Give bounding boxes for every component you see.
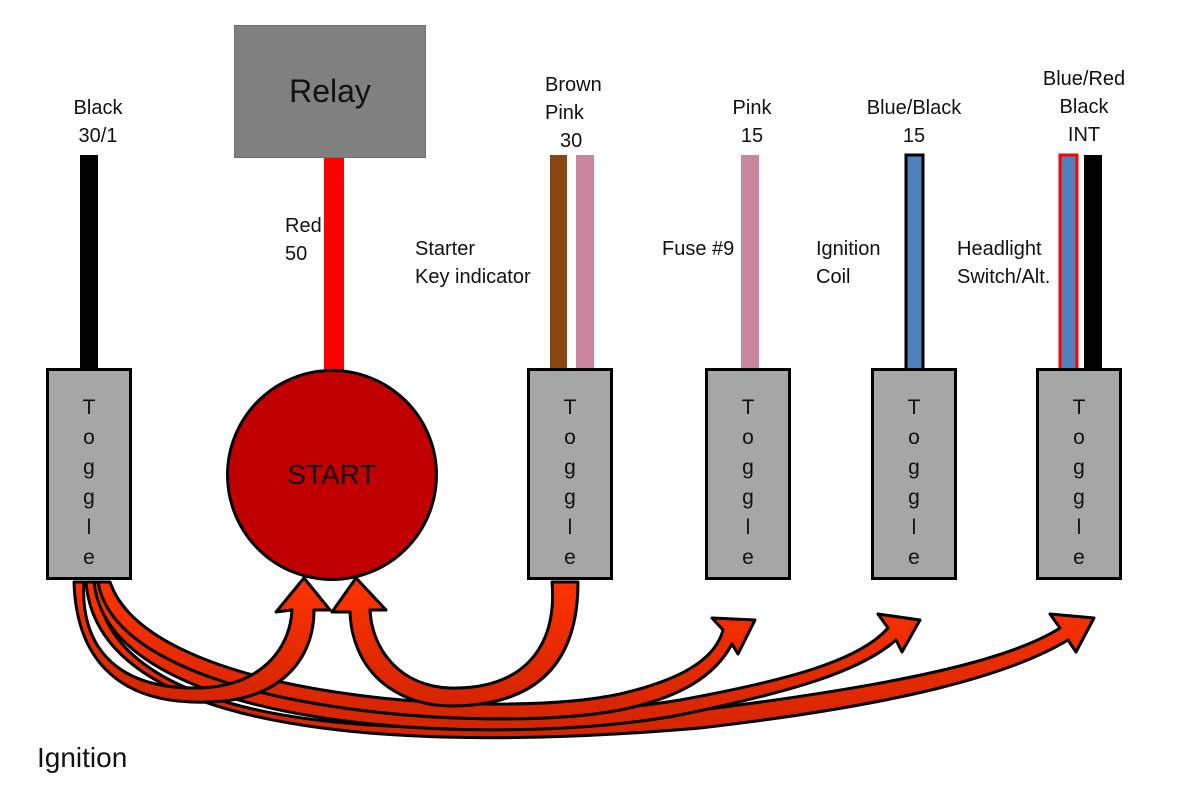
toggle-switch-2[interactable]: T o g g l e (527, 368, 613, 580)
function-label: Starter (415, 238, 476, 260)
toggle-letter: T (1072, 396, 1086, 419)
start-label: START (287, 459, 377, 490)
blue-red-black-wire-label: Blue/Red Black INT (1043, 65, 1125, 149)
toggle-letter: l (86, 516, 92, 539)
toggle-letter: g (742, 456, 754, 479)
wire-color-label: Blue/Black (866, 97, 962, 119)
pink-wire-15 (741, 155, 759, 370)
toggle-letter: g (564, 486, 576, 509)
toggle-switch-3[interactable]: T o g g l e (705, 368, 791, 580)
fuse-function-label: Fuse #9 (662, 235, 734, 263)
pink-wire-30 (576, 155, 594, 370)
toggle-letter: o (83, 426, 95, 449)
wire-color-label: Red (285, 215, 322, 237)
diagram-title: Ignition (37, 742, 128, 773)
terminal-label: 15 (902, 125, 926, 147)
relay-box: Relay (234, 25, 426, 158)
function-label: Coil (816, 266, 851, 288)
wire-color-label: Black (73, 97, 123, 119)
brown-wire (550, 155, 567, 370)
arrow-toggle1-to-start (72, 576, 332, 704)
red-wire (324, 158, 344, 370)
toggle-letter: g (83, 456, 95, 479)
black-wire (80, 155, 98, 370)
toggle-letter: T (82, 396, 96, 419)
toggle-letter: T (907, 396, 921, 419)
toggle-letter: e (1073, 546, 1085, 569)
wire-color-label: Pink (732, 97, 772, 119)
toggle-letter: T (741, 396, 755, 419)
flow-arrows (72, 576, 1096, 740)
toggle-letter: g (1073, 456, 1085, 479)
terminal-label: 30 (560, 130, 583, 152)
blue-black-wire (904, 153, 925, 372)
toggle-letter: g (742, 486, 754, 509)
blue-black-wire-label: Blue/Black 15 (867, 94, 962, 150)
toggle-letter: e (742, 546, 754, 569)
function-label: Fuse #9 (662, 238, 735, 260)
red-wire-label: Red 50 (285, 212, 322, 268)
brown-pink-wire-label: Brown Pink 30 (545, 71, 602, 155)
function-label: Headlight (957, 238, 1042, 260)
arrow-toggle3-to-start (330, 576, 580, 708)
toggle-letter: g (908, 456, 920, 479)
function-label: Key indicator (415, 266, 531, 288)
toggle-letter: g (564, 456, 576, 479)
wire-color-label: Blue/Red (1042, 68, 1126, 90)
wire-color-label: Pink (545, 102, 584, 124)
terminal-label: 15 (740, 125, 764, 147)
toggle-letter: l (1076, 516, 1082, 539)
headlight-function-label: Headlight Switch/Alt. (957, 235, 1050, 291)
toggle-letter: o (1073, 426, 1085, 449)
black-int-wire (1084, 155, 1102, 370)
ignition-coil-label: Ignition Coil (816, 235, 881, 291)
wire-color-label: Brown (545, 74, 602, 96)
wire-color-label: Black (1059, 96, 1109, 118)
function-label: Ignition (816, 238, 881, 260)
terminal-label: 50 (285, 243, 308, 265)
toggle-letter: g (1073, 486, 1085, 509)
function-label: Switch/Alt. (957, 266, 1051, 288)
start-button[interactable]: START (226, 369, 438, 581)
toggle-letter: e (83, 546, 95, 569)
toggle-letter: e (564, 546, 576, 569)
relay-label: Relay (289, 73, 371, 109)
toggle-letter: l (745, 516, 751, 539)
toggle-letter: o (564, 426, 576, 449)
black-wire-label: Black 30/1 (74, 94, 123, 150)
toggle-letter: l (911, 516, 917, 539)
toggle-letter: T (563, 396, 577, 419)
toggle-switch-1[interactable]: T o g g l e (46, 368, 132, 580)
toggle-letter: l (567, 516, 573, 539)
blue-red-wire (1058, 153, 1079, 372)
starter-function-label: Starter Key indicator (415, 235, 531, 291)
toggle-switch-5[interactable]: T o g g l e (1036, 368, 1122, 580)
toggle-letter: g (908, 486, 920, 509)
terminal-label: 30/1 (78, 125, 118, 147)
toggle-letter: e (908, 546, 920, 569)
toggle-letter: o (908, 426, 920, 449)
toggle-letter: g (83, 486, 95, 509)
terminal-label: INT (1067, 124, 1101, 146)
pink-wire-label: Pink 15 (733, 94, 772, 150)
toggle-letter: o (742, 426, 754, 449)
toggle-switch-4[interactable]: T o g g l e (871, 368, 957, 580)
